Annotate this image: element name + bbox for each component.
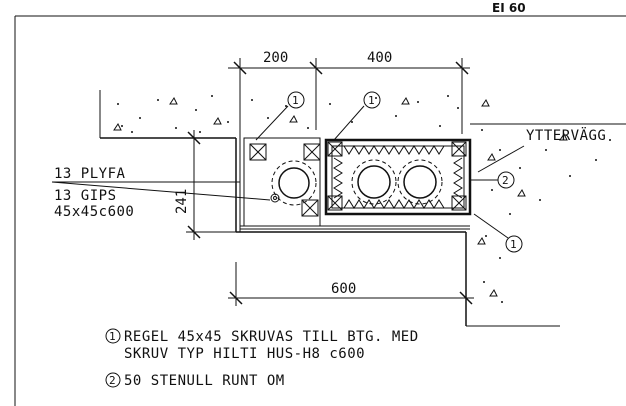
dimension-bottom-value: 600 <box>331 281 356 297</box>
dimension-top-right: 400 <box>367 50 392 66</box>
note-1-number: 1 <box>109 330 116 343</box>
note-1-line1: REGEL 45x45 SKRUVAS TILL BTG. MED <box>124 329 419 345</box>
note-2-number: 2 <box>109 374 116 387</box>
note-1 <box>105 328 121 344</box>
layer-label-plyfa: 13 PLYFA <box>54 166 126 182</box>
left-studs <box>243 137 321 227</box>
callout-1c <box>473 213 523 253</box>
concrete-slab <box>99 90 626 327</box>
callout-1c-number: 1 <box>510 238 517 251</box>
layer-label-gips: 13 GIPS <box>54 188 117 204</box>
note-1-line2: SKRUV TYP HILTI HUS-H8 c600 <box>124 346 365 362</box>
dimension-vertical <box>186 130 236 240</box>
callout-1b <box>333 91 381 141</box>
dimension-vertical-value: 241 <box>174 189 190 214</box>
dimension-top-left: 200 <box>263 50 288 66</box>
insulation-box <box>324 138 472 216</box>
note-2 <box>105 372 121 388</box>
dimension-top <box>228 58 470 138</box>
callout-1b-number: 1 <box>368 94 375 107</box>
callout-2-number: 2 <box>502 174 509 187</box>
note-2-line1: 50 STENULL RUNT OM <box>124 373 285 389</box>
board-layers <box>239 138 470 232</box>
layer-label-stud: 45x45c600 <box>54 204 134 220</box>
layer-leader-2 <box>51 181 271 201</box>
callout-1a-number: 1 <box>292 94 299 107</box>
callout-2 <box>470 171 515 189</box>
callout-1a <box>255 91 305 141</box>
fire-rating: EI 60 <box>492 1 526 15</box>
wall-label: YTTERVÄGG <box>526 126 606 144</box>
dimension-bottom <box>228 262 474 306</box>
wall-label-leader <box>477 145 525 173</box>
